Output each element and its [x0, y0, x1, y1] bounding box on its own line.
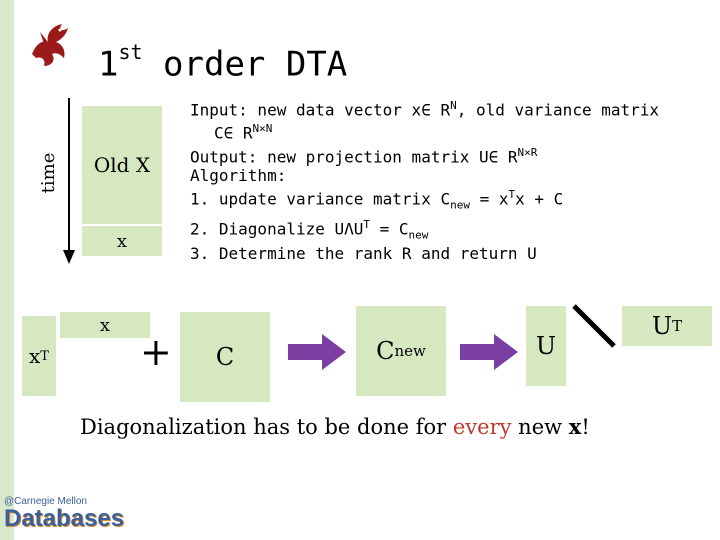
algo-line-heading: Algorithm:: [190, 165, 287, 185]
u-matrix-box: U: [526, 306, 566, 386]
arrow-right-icon: [460, 334, 518, 370]
x-vector-box: x: [60, 312, 150, 338]
plus-sign: +: [140, 330, 172, 374]
time-label: time: [38, 152, 59, 194]
left-accent-bar: [0, 0, 14, 540]
algorithm-text: Input: new data vector x∈ RN, old varian…: [190, 96, 659, 263]
algo-line-input: Input: new data vector x∈ RN, old varian…: [190, 99, 660, 120]
slide-caption: Diagonalization has to be done for every…: [80, 414, 590, 439]
arrow-right-icon: [288, 334, 346, 370]
dragon-logo-icon: [32, 24, 68, 66]
new-row-box: x: [82, 226, 162, 256]
algo-line-step2: 2. Diagonalize UΛUT = Cnew: [190, 217, 429, 242]
time-arrow: [63, 98, 75, 264]
algo-line-output: Output: new projection matrix U∈ RN×R: [190, 145, 538, 166]
cmu-databases-logo: @Carnegie Mellon Databases: [4, 496, 125, 532]
c-matrix-box: C: [180, 312, 270, 402]
old-x-box: Old X: [82, 106, 162, 224]
diagonal-matrix-icon: [572, 304, 616, 348]
algo-line-step1: 1. update variance matrix Cnew = xTx + C: [190, 187, 564, 212]
algo-line-input-cont: C∈ RN×N: [214, 122, 273, 143]
algo-line-step3: 3. Determine the rank R and return U: [190, 244, 537, 264]
slide-title: 1st order DTA: [98, 40, 348, 85]
